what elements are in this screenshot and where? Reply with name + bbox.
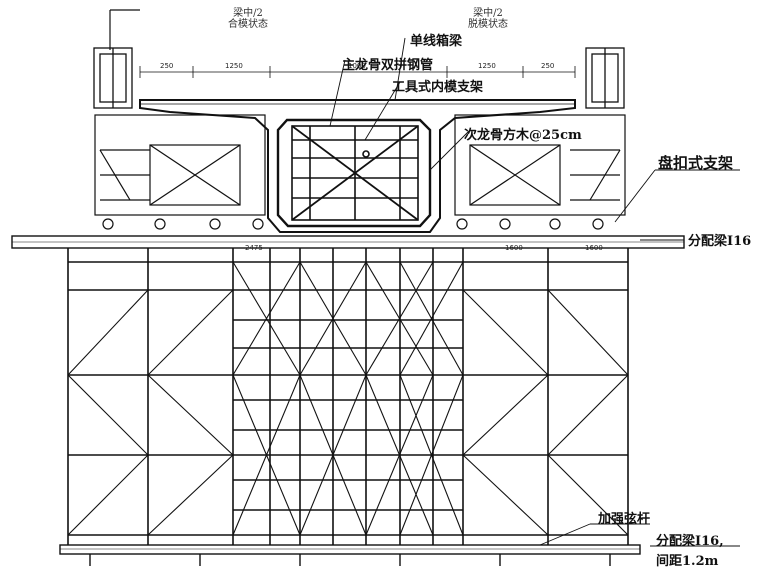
label-keel-steel-pipe: 主龙骨双拼钢管 <box>342 58 434 73</box>
right-wing-support <box>454 114 626 216</box>
inner-formwork-frame <box>291 125 419 221</box>
scaffolding-braces <box>67 261 629 536</box>
top-dimension-texts: 250 1250 1000 1250 250 <box>160 62 554 70</box>
label-secondary-keel: 次龙骨方木@25cm <box>464 128 582 143</box>
right-edge-post <box>585 47 625 109</box>
mid-span-label-left: 梁中/2 合模状态 <box>228 8 268 30</box>
mid-span-right-line2: 脱模状态 <box>468 19 508 30</box>
beam-dimension-texts: 2475 1600 1600 <box>245 244 603 252</box>
dim-2475: 2475 <box>245 244 263 252</box>
label-single-box-girder: 单线箱梁 <box>410 34 463 49</box>
dim-1250-left: 1250 <box>225 62 243 70</box>
top-left-leader <box>109 9 140 50</box>
label-distribution-beam-bottom: 分配梁I16, 间距1.2m <box>656 532 724 572</box>
dim-1000: 1000 <box>348 62 366 70</box>
left-wing-support <box>94 114 266 216</box>
top-dimension-line <box>139 66 576 78</box>
dim-1250-right: 1250 <box>478 62 496 70</box>
mid-span-right-line1: 梁中/2 <box>473 8 503 19</box>
left-edge-post <box>93 47 133 109</box>
mid-span-left-line1: 梁中/2 <box>233 8 263 19</box>
top-distribution-beam <box>11 235 685 249</box>
distribution-beam-bottom-line1: 分配梁I16, <box>656 534 724 549</box>
mid-span-label-right: 梁中/2 脱模状态 <box>468 8 508 30</box>
dim-1600-b: 1600 <box>585 244 603 252</box>
scaffolding-columns <box>67 248 629 545</box>
dim-1600-a: 1600 <box>505 244 523 252</box>
mid-span-left-line2: 合模状态 <box>228 19 268 30</box>
dim-250-right: 250 <box>541 62 554 70</box>
scaffolding-ledgers <box>68 261 628 536</box>
box-girder <box>139 99 576 233</box>
label-distribution-beam-top: 分配梁I16 <box>688 234 752 249</box>
label-inner-formwork: 工具式内模支架 <box>392 80 484 95</box>
bottom-distribution-beam <box>59 544 641 566</box>
label-reinforcing-chord: 加强弦杆 <box>598 512 651 527</box>
label-disk-buckle-support: 盘扣式支架 <box>658 154 734 172</box>
dim-250-left: 250 <box>160 62 173 70</box>
distribution-beam-bottom-line2: 间距1.2m <box>656 554 719 569</box>
leader-lines <box>329 37 740 547</box>
support-jacks <box>102 218 604 230</box>
